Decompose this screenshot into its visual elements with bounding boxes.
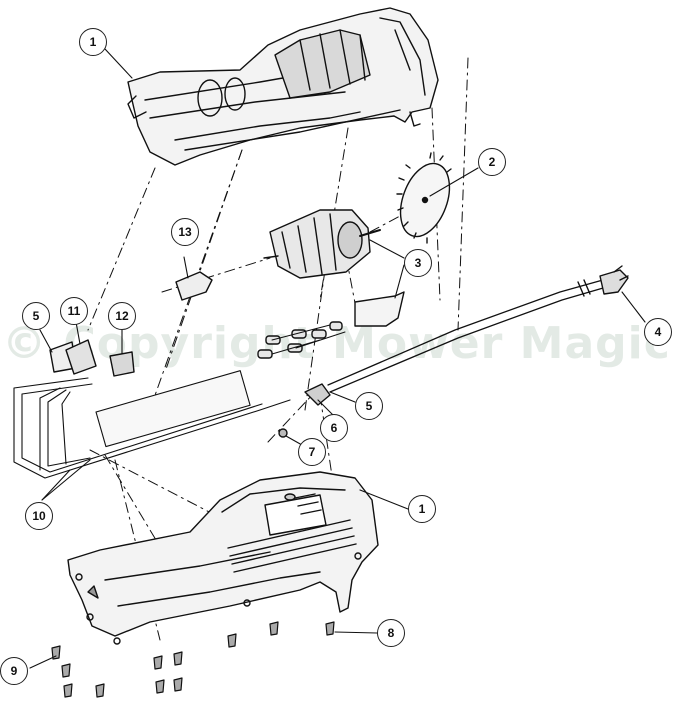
callout-part-8: 8: [377, 619, 405, 647]
callout-part-9: 9: [0, 657, 28, 685]
callout-part-1-upper-housing: 1: [79, 28, 107, 56]
screws: [51, 621, 335, 698]
internal-wiring: [13, 370, 291, 479]
bush: [175, 271, 213, 301]
cable-clamp: [304, 383, 331, 406]
wire-connectors: [257, 321, 343, 359]
motor: [263, 209, 381, 279]
blade: [396, 152, 452, 244]
leader-lines: [29, 48, 646, 669]
switch-bracket: [354, 291, 405, 327]
callout-part-2-blade: 2: [478, 148, 506, 176]
callout-part-3-motor: 3: [404, 249, 432, 277]
assembly-line: [87, 247, 123, 331]
callout-part-1-lower-housing: 1: [408, 495, 436, 523]
callout-part-7: 7: [298, 438, 326, 466]
assembly-line: [121, 167, 156, 249]
callout-part-5-right: 5: [355, 392, 383, 420]
lower-housing: [67, 471, 379, 645]
power-cable: [327, 265, 629, 393]
callout-part-10: 10: [25, 502, 53, 530]
callout-part-4-cable: 4: [644, 318, 672, 346]
switch-cover: [65, 339, 97, 375]
upper-housing: [127, 7, 439, 166]
callout-part-13: 13: [171, 218, 199, 246]
switch-contact: [109, 351, 135, 377]
callout-part-11: 11: [60, 297, 88, 325]
callout-part-6: 6: [320, 414, 348, 442]
callout-part-12: 12: [108, 302, 136, 330]
callout-part-5-left: 5: [22, 302, 50, 330]
nut: [278, 428, 288, 438]
